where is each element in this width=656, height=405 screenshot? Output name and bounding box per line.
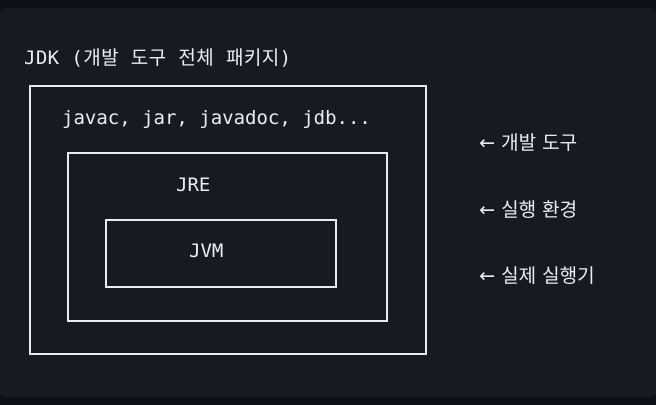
left-arrow-icon: ← xyxy=(479,132,496,154)
jdk-tools-label: javac, jar, javadoc, jdb... xyxy=(62,107,371,129)
annotation-dev-tools: ← 개발 도구 xyxy=(455,106,577,177)
annotation-runtime-env: ← 실행 환경 xyxy=(455,173,577,244)
jre-box xyxy=(67,152,388,322)
left-arrow-icon: ← xyxy=(479,199,496,221)
jvm-box xyxy=(105,219,337,288)
annotation-text: 개발 도구 xyxy=(501,132,578,154)
jvm-label: JVM xyxy=(189,240,224,262)
annotation-executor: ← 실제 실행기 xyxy=(455,239,595,310)
left-arrow-icon: ← xyxy=(479,265,496,287)
jre-label: JRE xyxy=(176,174,211,196)
annotation-text: 실행 환경 xyxy=(501,199,578,221)
annotation-text: 실제 실행기 xyxy=(501,265,595,287)
jdk-box xyxy=(29,85,427,355)
code-block: JDK (개발 도구 전체 패키지) javac, jar, javadoc, … xyxy=(0,8,656,397)
diagram-title: JDK (개발 도구 전체 패키지) xyxy=(24,47,292,69)
